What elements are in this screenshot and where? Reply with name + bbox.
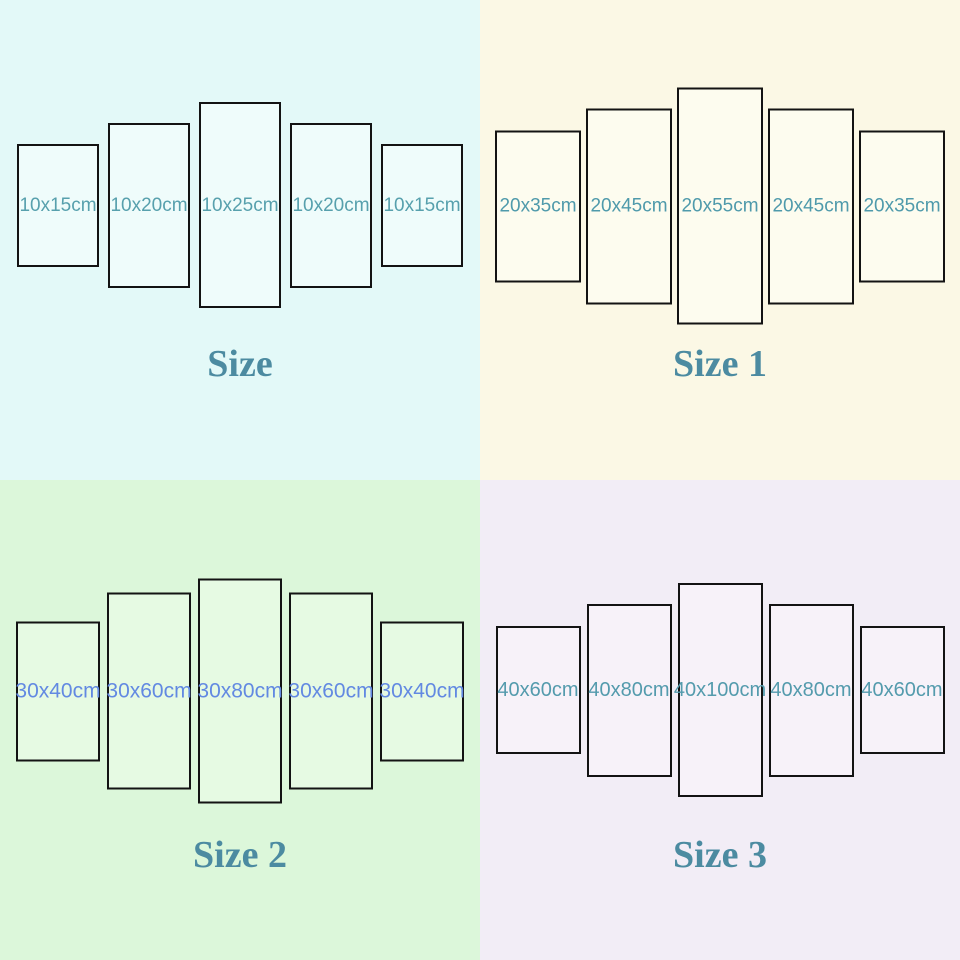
panel-size-label: 30x60cm	[288, 679, 374, 703]
canvas-panel: 40x80cm	[768, 603, 854, 777]
size-group-size-2: 30x40cm 30x60cm 30x80cm 30x60cm 30x40cm …	[0, 480, 480, 960]
panel-size-label: 10x20cm	[292, 194, 370, 216]
canvas-panel: 10x15cm	[17, 143, 99, 267]
size-group-size: 10x15cm 10x20cm 10x25cm 10x20cm 10x15cm …	[0, 0, 480, 480]
canvas-panel: 10x20cm	[108, 122, 190, 288]
panel-size-label: 20x35cm	[499, 195, 577, 217]
panel-size-label: 30x60cm	[106, 679, 192, 703]
canvas-panel: 20x55cm	[677, 87, 763, 325]
panel-size-label: 40x100cm	[673, 679, 767, 701]
size-group-title: Size	[207, 343, 273, 385]
size-group-size-1: 20x35cm 20x45cm 20x55cm 20x45cm 20x35cm …	[480, 0, 960, 480]
panel-size-label: 20x45cm	[590, 195, 668, 217]
canvas-panel: 20x35cm	[859, 130, 945, 282]
panel-size-label: 20x55cm	[681, 195, 759, 217]
panel-size-label: 20x45cm	[772, 195, 850, 217]
panel-size-label: 20x35cm	[863, 195, 941, 217]
panel-size-label: 40x60cm	[861, 679, 943, 701]
canvas-panel: 30x60cm	[106, 592, 192, 790]
panel-size-label: 40x80cm	[770, 679, 852, 701]
panel-size-label: 10x15cm	[19, 194, 97, 216]
panel-size-label: 40x80cm	[588, 679, 670, 701]
panel-size-label: 10x15cm	[383, 194, 461, 216]
canvas-panel: 40x80cm	[586, 603, 672, 777]
size-group-title: Size 2	[193, 834, 287, 876]
panel-row: 10x15cm 10x20cm 10x25cm 10x20cm 10x15cm	[0, 102, 480, 308]
canvas-panel: 30x60cm	[288, 592, 374, 790]
panel-size-label: 10x25cm	[201, 194, 279, 216]
canvas-panel: 40x60cm	[495, 626, 581, 754]
canvas-panel: 30x40cm	[15, 621, 101, 761]
panel-size-label: 40x60cm	[497, 679, 579, 701]
panel-size-label: 30x40cm	[379, 679, 465, 703]
canvas-panel: 20x45cm	[586, 108, 672, 304]
canvas-panel: 40x60cm	[859, 626, 945, 754]
panel-size-label: 30x80cm	[197, 679, 283, 703]
panel-row: 20x35cm 20x45cm 20x55cm 20x45cm 20x35cm	[480, 87, 960, 325]
canvas-panel: 20x35cm	[495, 130, 581, 282]
size-group-title: Size 1	[673, 343, 767, 385]
panel-row: 40x60cm 40x80cm 40x100cm 40x80cm 40x60cm	[480, 583, 960, 797]
panel-row: 30x40cm 30x60cm 30x80cm 30x60cm 30x40cm	[0, 578, 480, 804]
canvas-panel: 20x45cm	[768, 108, 854, 304]
canvas-panel: 10x15cm	[381, 143, 463, 267]
size-group-size-3: 40x60cm 40x80cm 40x100cm 40x80cm 40x60cm…	[480, 480, 960, 960]
panel-size-label: 10x20cm	[110, 194, 188, 216]
canvas-panel: 10x25cm	[199, 102, 281, 308]
canvas-panel: 40x100cm	[674, 583, 766, 797]
size-group-title: Size 3	[673, 834, 767, 876]
canvas-panel: 10x20cm	[290, 122, 372, 288]
panel-size-label: 30x40cm	[15, 679, 101, 703]
canvas-panel: 30x40cm	[379, 621, 465, 761]
canvas-panel: 30x80cm	[197, 578, 283, 804]
